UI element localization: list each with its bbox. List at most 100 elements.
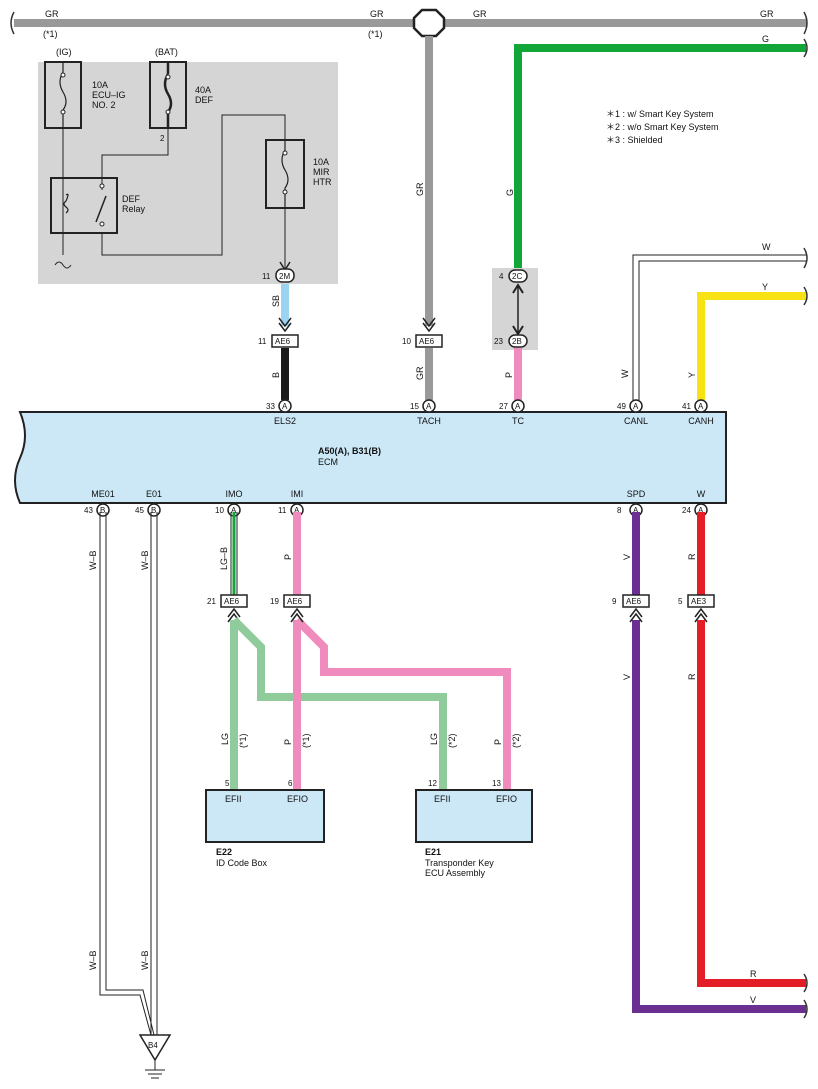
terminal-label: EFII [434, 794, 451, 804]
ecm-box: A50(A), B31(B) ECM A33ELS2A15TACHA27TCA4… [14, 399, 727, 517]
connector-ae6: AE6 11 [258, 334, 299, 348]
connector-name: 2C [512, 272, 522, 281]
wire-color-label: LG–B [219, 547, 229, 570]
connector-2m: 2M 11 [262, 268, 295, 283]
g-wire: G G [505, 34, 808, 270]
relay-name: DEF [122, 194, 141, 204]
pin-label: SPD [627, 489, 646, 499]
imi-wire: P AE6 19 P (*1) P (*2) [270, 512, 521, 790]
gr-tach-wire: GR GR [415, 36, 433, 400]
fuse-name: HTR [313, 177, 332, 187]
terminal-label: EFIO [496, 794, 517, 804]
wire-color-label: GR [473, 9, 487, 19]
pin-terminal [629, 399, 643, 413]
fuse-name: MIR [313, 167, 330, 177]
ground-name: B4 [148, 1041, 158, 1050]
wire-color-label: P [504, 372, 514, 378]
connector-name: AE3 [691, 597, 707, 606]
ground-b4: B4 [138, 1034, 172, 1079]
e21-transponder-ecu: 12 13 EFII EFIO E21 Transponder Key ECU … [415, 779, 533, 878]
notes-legend: ＊1 : w/ Smart Key System ＊2 : w/o Smart … [606, 109, 719, 145]
wire-color-label: R [750, 969, 757, 979]
pin-connector-letter: A [515, 402, 521, 411]
fuse-amp: 10A [92, 80, 108, 90]
wire-color-label: GR [760, 9, 774, 19]
wire-note: (*2) [447, 733, 457, 748]
wire-note: (*1) [238, 733, 248, 748]
pin-number: 43 [84, 506, 93, 515]
wire-note: (*1) [43, 29, 58, 39]
wire-note: (*1) [368, 29, 383, 39]
pin-connector-letter: B [151, 506, 156, 515]
lg-wires: LG (*1) LG (*2) [220, 617, 457, 790]
canl-wire: W W [620, 242, 808, 400]
wire-color-label: P [493, 739, 503, 745]
pin-label: IMI [291, 489, 304, 499]
pin-number: 19 [270, 597, 279, 606]
wire-color-label: W [762, 242, 771, 252]
wire-color-label: LG [429, 733, 439, 745]
wire-color-label: P [283, 739, 293, 745]
wire-color-label: GR [370, 9, 384, 19]
wire-color-label: GR [45, 9, 59, 19]
pin-label: TC [512, 416, 524, 426]
wire-color-label: G [505, 189, 515, 196]
pin-connector-letter: B [100, 506, 105, 515]
pin-number: 11 [278, 506, 287, 515]
ecm-name: ECM [318, 457, 338, 467]
pin-label: W [697, 489, 706, 499]
pin-label: CANL [624, 416, 648, 426]
wire-color-label: R [687, 553, 697, 560]
pin-label: E01 [146, 489, 162, 499]
pin-number: 33 [266, 402, 275, 411]
imo-wire: LG–B AE6 21 [207, 512, 248, 623]
pin-number: 24 [682, 506, 691, 515]
ground-wires: W–B W–B W–B W–B B4 [88, 512, 172, 1079]
tc-wire: 2C 4 2B 23 P [492, 268, 538, 400]
terminal-label: EFII [225, 794, 242, 804]
connector-name: 2M [279, 272, 290, 281]
ecm-code: A50(A), B31(B) [318, 446, 381, 456]
component-name: ECU Assembly [425, 868, 486, 878]
relay-block: (IG) (BAT) 10A ECU–IG NO. 2 40A DEF 2 [38, 47, 338, 284]
pin-connector-letter: A [633, 402, 639, 411]
pin-terminal [278, 399, 292, 413]
pin-number: 2 [160, 134, 165, 143]
pin-connector-letter: A [282, 402, 288, 411]
connector-name: AE6 [626, 597, 642, 606]
fuse-amp: 10A [313, 157, 329, 167]
pin-terminal [422, 399, 436, 413]
wire-color-label: GR [415, 366, 425, 380]
connector-name: AE6 [287, 597, 303, 606]
els2-wire: SB B AE6 11 [258, 284, 299, 400]
connector-name: AE6 [419, 337, 435, 346]
pin-number: 23 [494, 337, 503, 346]
fuse-ecu-ig: 10A ECU–IG NO. 2 [44, 61, 126, 129]
pin-number: 41 [682, 402, 691, 411]
pin-number: 10 [215, 506, 224, 515]
wire-color-label: V [750, 995, 756, 1005]
wire-color-label: V [622, 554, 632, 560]
note-no-smart-key: ＊2 : w/o Smart Key System [606, 122, 719, 132]
component-code: E22 [216, 847, 232, 857]
ig-label: (IG) [56, 47, 72, 57]
fuse-name: NO. 2 [92, 100, 116, 110]
component-name: ID Code Box [216, 858, 268, 868]
pin-connector-letter: A [426, 402, 432, 411]
fuse-name: ECU–IG [92, 90, 126, 100]
pin-number: 13 [492, 779, 501, 788]
pin-number: 8 [617, 506, 622, 515]
pin-number: 9 [612, 597, 617, 606]
pin-terminal [694, 399, 708, 413]
wire-color-label: P [283, 554, 293, 560]
spd-wire: V AE6 9 V V [612, 512, 808, 1019]
pin-number: 6 [288, 779, 293, 788]
wire-note: (*1) [301, 733, 311, 748]
connector-name: 2B [512, 337, 522, 346]
wire-color-label: SB [271, 295, 281, 307]
bat-label: (BAT) [155, 47, 178, 57]
